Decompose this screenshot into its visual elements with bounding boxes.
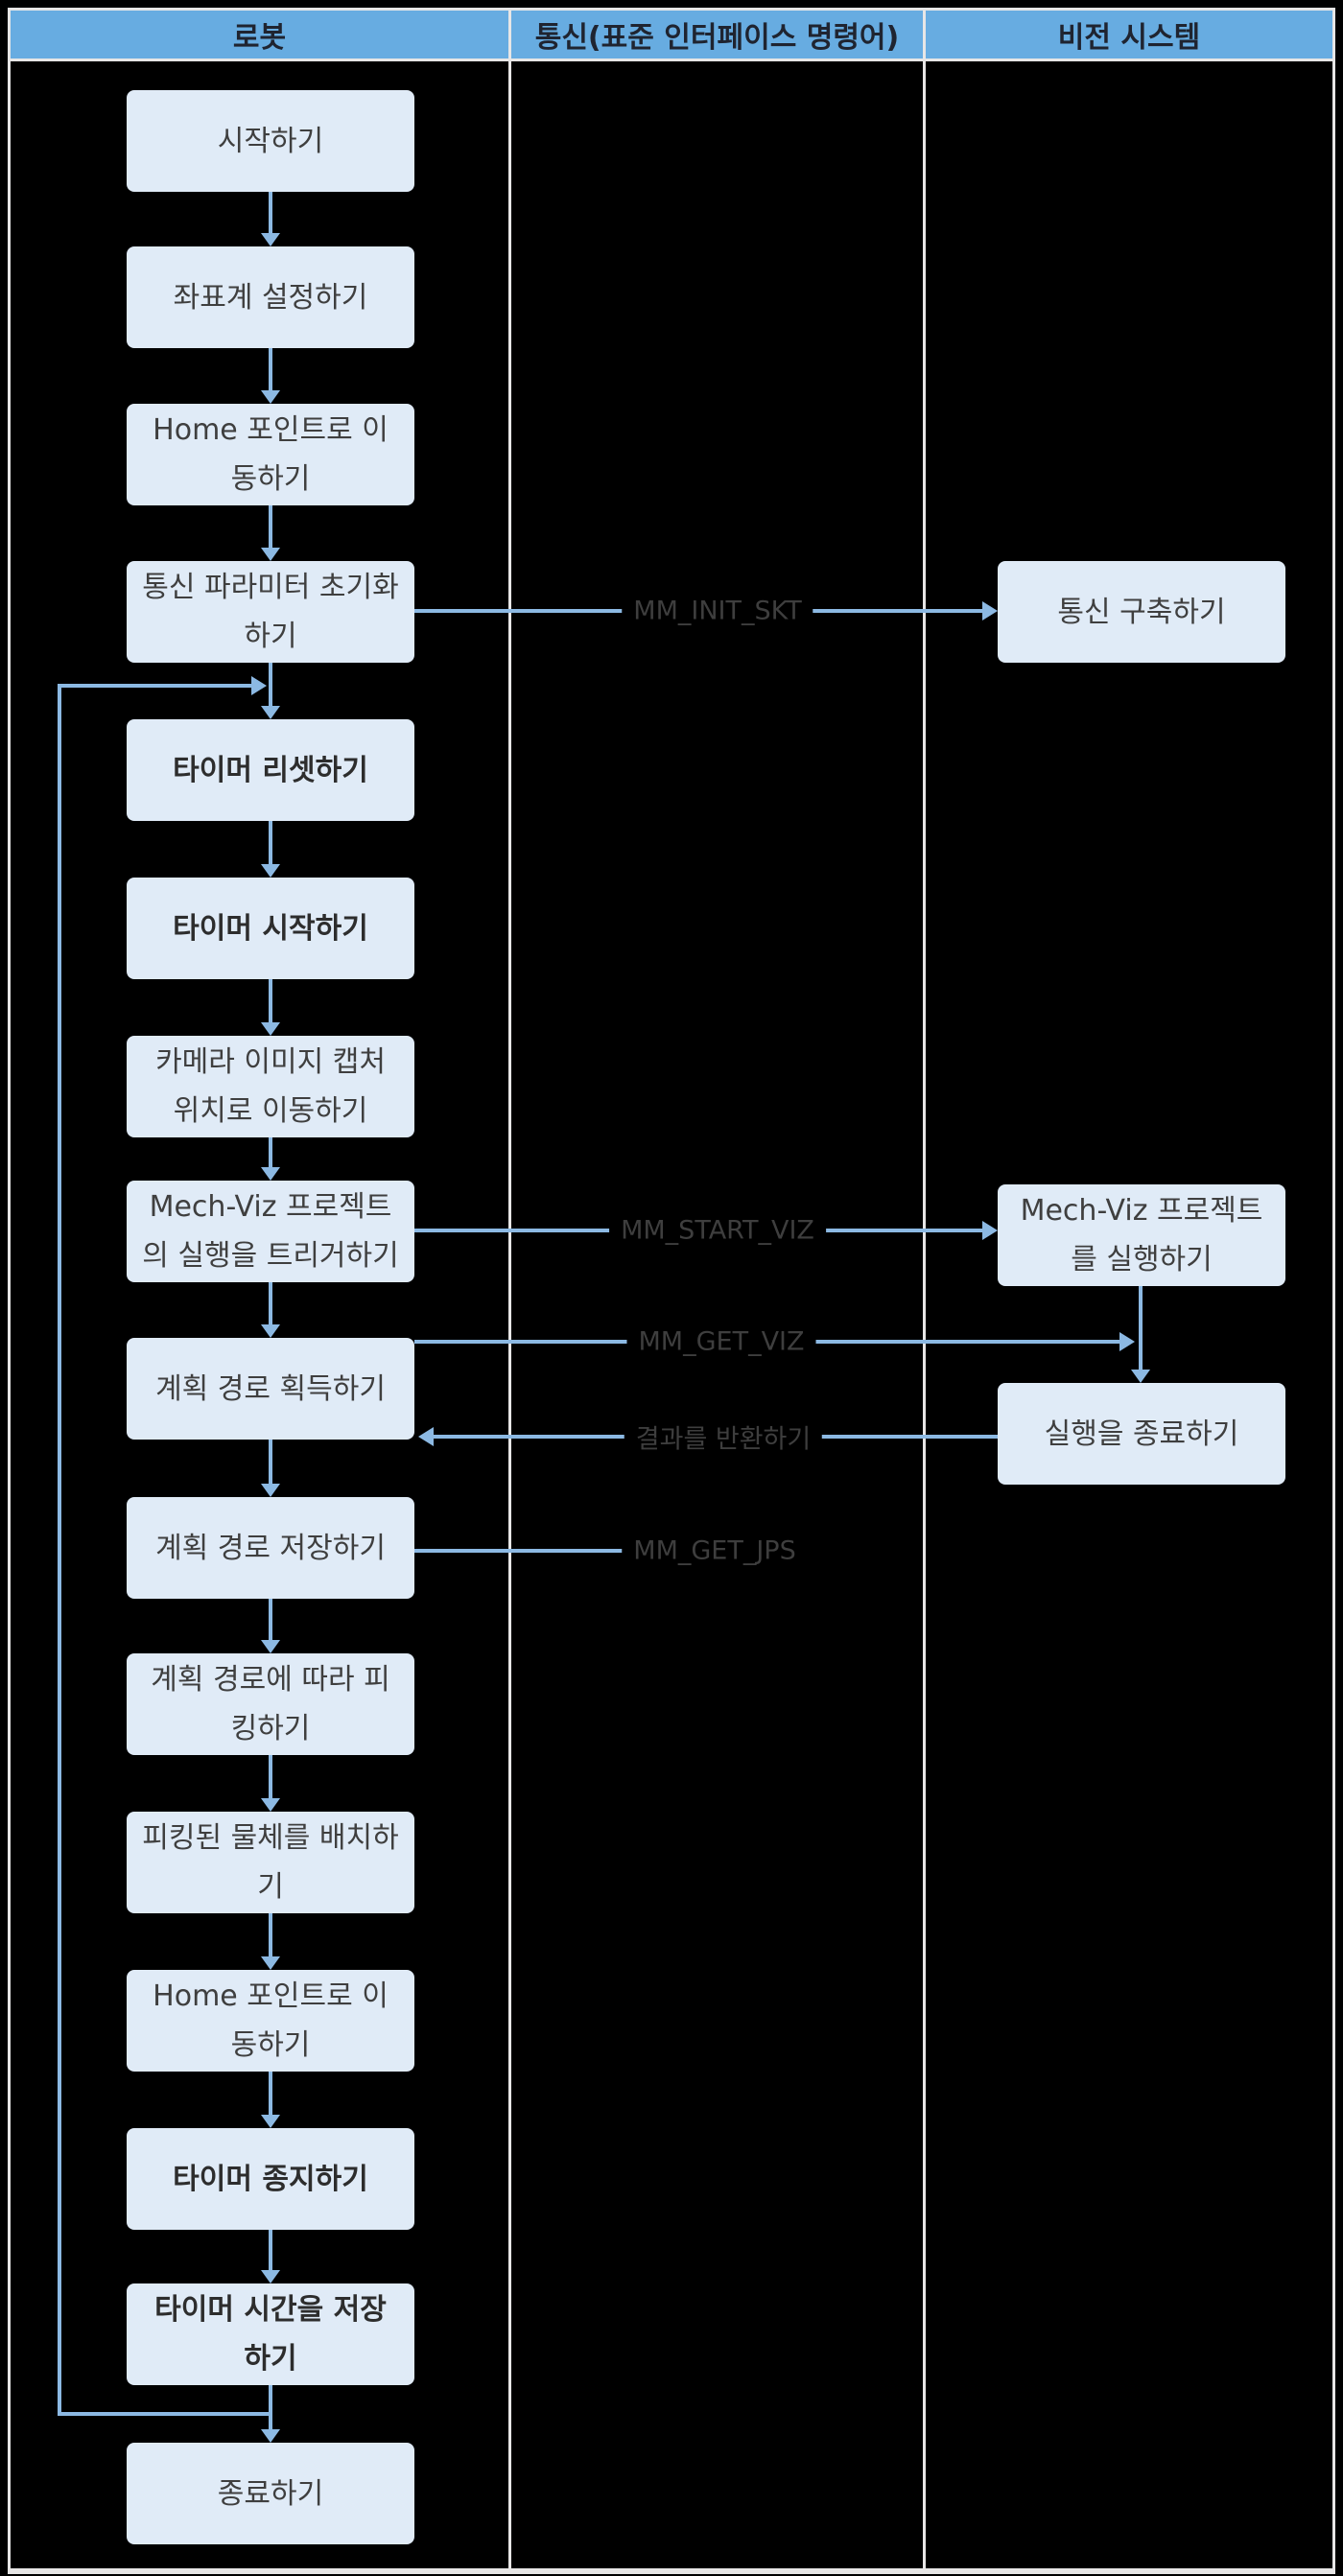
step-move-capture-position: 카메라 이미지 캡처 위치로 이동하기 bbox=[127, 1036, 414, 1137]
flow-connector-arrowhead bbox=[261, 864, 280, 878]
lane-divider-1 bbox=[508, 8, 511, 2568]
flow-connector-line bbox=[269, 348, 272, 390]
flow-connector-line bbox=[269, 2230, 272, 2270]
lane-header-vision: 비전 시스템 bbox=[926, 11, 1332, 59]
flow-connector-line bbox=[269, 1137, 272, 1167]
frame-left-border bbox=[8, 8, 11, 2574]
arrow-mm-get-jps bbox=[414, 1549, 623, 1553]
flow-connector-line bbox=[269, 1913, 272, 1956]
frame-top-border bbox=[8, 8, 1335, 11]
step-pick-along-path: 계획 경로에 따라 피킹하기 bbox=[127, 1653, 414, 1755]
step-save-timer-time: 타이머 시간을 저장하기 bbox=[127, 2283, 414, 2385]
flow-connector-arrowhead bbox=[261, 1324, 280, 1338]
lane-header-robot-label: 로봇 bbox=[232, 21, 287, 55]
flow-connector-line bbox=[269, 1755, 272, 1798]
flow-connector-arrowhead bbox=[261, 1484, 280, 1497]
step-get-planned-path: 계획 경로 획득하기 bbox=[127, 1338, 414, 1440]
frame-bottom-border bbox=[8, 2568, 1335, 2574]
step-trigger-mech-viz: Mech-Viz 프로젝트의 실행을 트리거하기 bbox=[127, 1181, 414, 1282]
vision-step-establish-communication: 통신 구축하기 bbox=[998, 561, 1285, 663]
flow-connector-arrowhead bbox=[261, 390, 280, 404]
flow-connector-line bbox=[269, 2072, 272, 2115]
lane-header-robot: 로봇 bbox=[11, 11, 508, 59]
flow-connector-arrowhead bbox=[261, 2429, 280, 2443]
flow-connector-line bbox=[269, 1599, 272, 1640]
flow-connector-arrowhead bbox=[261, 2115, 280, 2128]
arrowhead-return-result bbox=[418, 1427, 434, 1446]
lane-header-communication-label: 통신(표준 인터페이스 명령어) bbox=[534, 21, 900, 55]
header-separator-line bbox=[8, 59, 1335, 61]
vision-step-end-execution: 실행을 종료하기 bbox=[998, 1383, 1285, 1485]
flow-connector-line bbox=[269, 2385, 272, 2429]
step-move-home-point-2: Home 포인트로 이동하기 bbox=[127, 1970, 414, 2072]
step-reset-timer: 타이머 리셋하기 bbox=[127, 719, 414, 821]
step-set-coordinate-system: 좌표계 설정하기 bbox=[127, 246, 414, 348]
flow-connector-line bbox=[269, 1282, 272, 1324]
flow-connector-arrowhead bbox=[261, 233, 280, 246]
flow-connector-line bbox=[269, 192, 272, 233]
flow-connector-arrowhead bbox=[261, 1640, 280, 1653]
flow-connector-line bbox=[269, 505, 272, 548]
flow-connector-line bbox=[269, 979, 272, 1022]
flow-connector-arrowhead bbox=[261, 706, 280, 719]
message-mm-init-skt: MM_INIT_SKT bbox=[622, 596, 813, 626]
step-move-home-point-1: Home 포인트로 이동하기 bbox=[127, 404, 414, 505]
vision-step-run-mech-viz: Mech-Viz 프로젝트를 실행하기 bbox=[998, 1184, 1285, 1286]
flow-connector-arrowhead bbox=[261, 1167, 280, 1181]
message-return-result: 결과를 반환하기 bbox=[624, 1417, 823, 1456]
loop-arrowhead bbox=[251, 676, 267, 695]
loop-line-top bbox=[59, 684, 251, 688]
flow-connector-line bbox=[269, 663, 272, 706]
flow-connector-arrowhead bbox=[261, 548, 280, 561]
vision-connector-line bbox=[1139, 1286, 1143, 1370]
step-stop-timer: 타이머 종지하기 bbox=[127, 2128, 414, 2230]
lane-header-vision-label: 비전 시스템 bbox=[1057, 21, 1201, 55]
flow-connector-arrowhead bbox=[261, 1022, 280, 1036]
vision-connector-arrowhead bbox=[1131, 1370, 1150, 1383]
loop-line-bottom bbox=[58, 2412, 271, 2416]
step-start: 시작하기 bbox=[127, 90, 414, 192]
flow-connector-line bbox=[269, 1440, 272, 1484]
lane-divider-2 bbox=[923, 8, 926, 2568]
lane-header-communication: 통신(표준 인터페이스 명령어) bbox=[511, 11, 923, 59]
arrowhead-mm-get-viz bbox=[1119, 1332, 1135, 1351]
flow-connector-arrowhead bbox=[261, 1956, 280, 1970]
step-init-communication-params: 통신 파라미터 초기화하기 bbox=[127, 561, 414, 663]
step-place-picked-object: 피킹된 물체를 배치하기 bbox=[127, 1812, 414, 1913]
flow-connector-arrowhead bbox=[261, 2270, 280, 2283]
message-mm-get-viz: MM_GET_VIZ bbox=[626, 1326, 816, 1357]
step-save-planned-path: 계획 경로 저장하기 bbox=[127, 1497, 414, 1599]
frame-right-border bbox=[1332, 8, 1335, 2574]
step-start-timer: 타이머 시작하기 bbox=[127, 878, 414, 979]
flow-connector-arrowhead bbox=[261, 1798, 280, 1812]
arrowhead-mm-start-viz bbox=[982, 1221, 998, 1240]
message-mm-start-viz: MM_START_VIZ bbox=[609, 1215, 826, 1246]
flow-connector-line bbox=[269, 821, 272, 864]
loop-line-vertical bbox=[58, 684, 61, 2416]
message-mm-get-jps: MM_GET_JPS bbox=[622, 1535, 808, 1566]
step-end: 종료하기 bbox=[127, 2443, 414, 2544]
arrowhead-mm-init-skt bbox=[982, 601, 998, 621]
